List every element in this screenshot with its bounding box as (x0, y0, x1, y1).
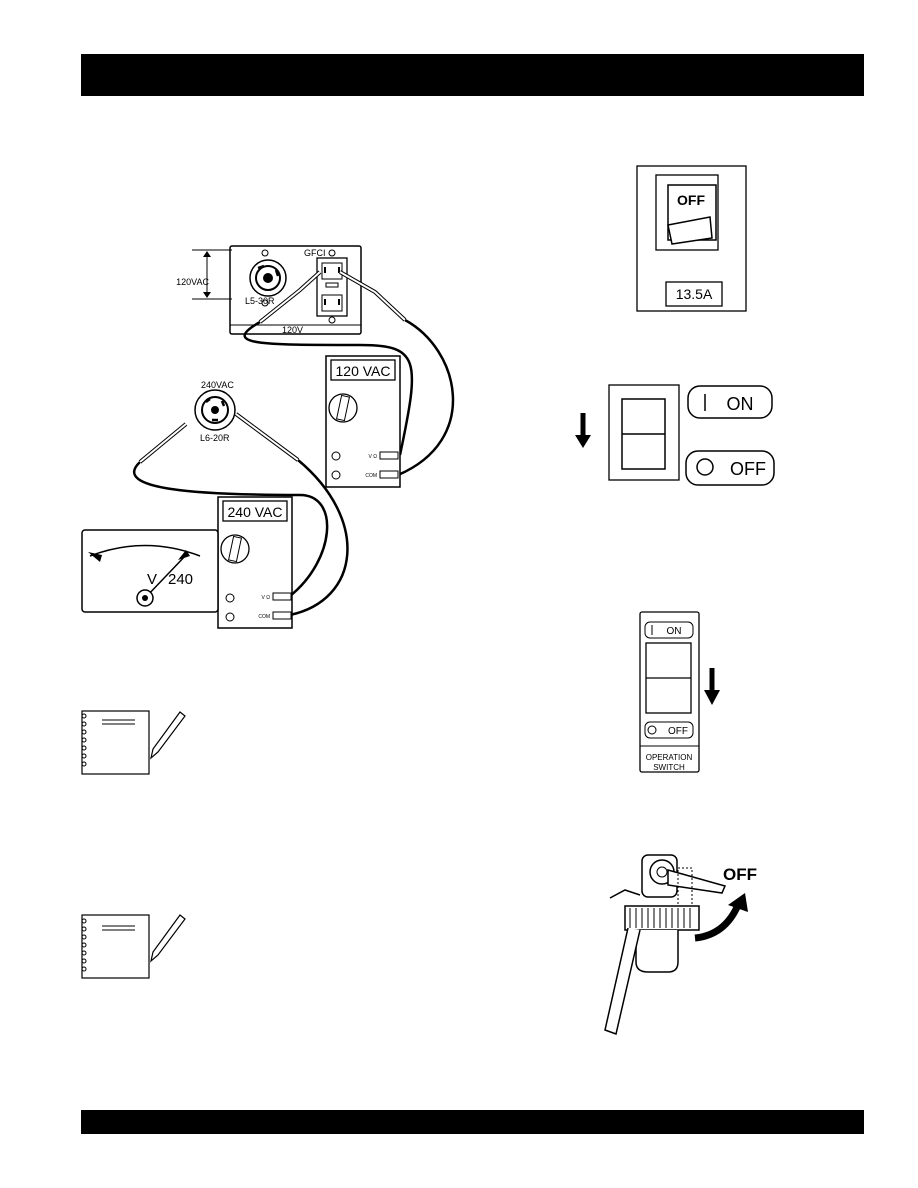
breaker-state-label: OFF (677, 192, 705, 208)
notebook-icon (81, 914, 186, 979)
notebook-icon (81, 710, 186, 775)
circuit-breaker (636, 165, 747, 312)
meter-upper-display: 120 VAC (336, 363, 391, 379)
operation-switch-off-label: OFF (668, 726, 688, 737)
breaker-rating-label: 13.5A (676, 286, 713, 302)
l5-30r-label: L5-30R (245, 296, 275, 306)
fuel-valve-off-label: OFF (723, 865, 757, 884)
main-switch-off-label: OFF (730, 459, 766, 479)
main-switch (575, 384, 775, 486)
meter-lower-display: 240 VAC (228, 504, 283, 520)
twist-lock-voltage-label: 240VAC (201, 380, 234, 390)
main-switch-on-label: ON (727, 394, 754, 414)
panel-voltage-label: 120V (282, 325, 303, 335)
operation-switch-title-2: SWITCH (653, 763, 685, 772)
header-bar (81, 54, 864, 96)
footer-bar (81, 1110, 864, 1134)
multimeter-240 (217, 496, 293, 629)
test-leads (132, 270, 455, 617)
analog-voltmeter (81, 529, 219, 613)
fuel-valve (604, 854, 748, 1035)
meter-lower-jack-v: V Ω (262, 595, 271, 601)
operation-switch (639, 611, 720, 773)
l6-20r-receptacle (194, 389, 236, 431)
left-voltage-label: 120VAC (176, 277, 209, 287)
operation-switch-on-label: ON (667, 626, 682, 637)
multimeter-120 (325, 355, 401, 488)
l6-20r-label: L6-20R (200, 433, 230, 443)
analog-meter-reading: 240 (168, 571, 193, 588)
outlet-panel (192, 245, 362, 335)
analog-meter-unit: V (147, 571, 157, 588)
meter-upper-jack-v: V Ω (369, 454, 378, 460)
gfci-label: GFCI (304, 248, 326, 258)
meter-upper-jack-com: COM (365, 473, 377, 479)
operation-switch-title-1: OPERATION (646, 753, 693, 762)
meter-lower-jack-com: COM (258, 614, 270, 620)
